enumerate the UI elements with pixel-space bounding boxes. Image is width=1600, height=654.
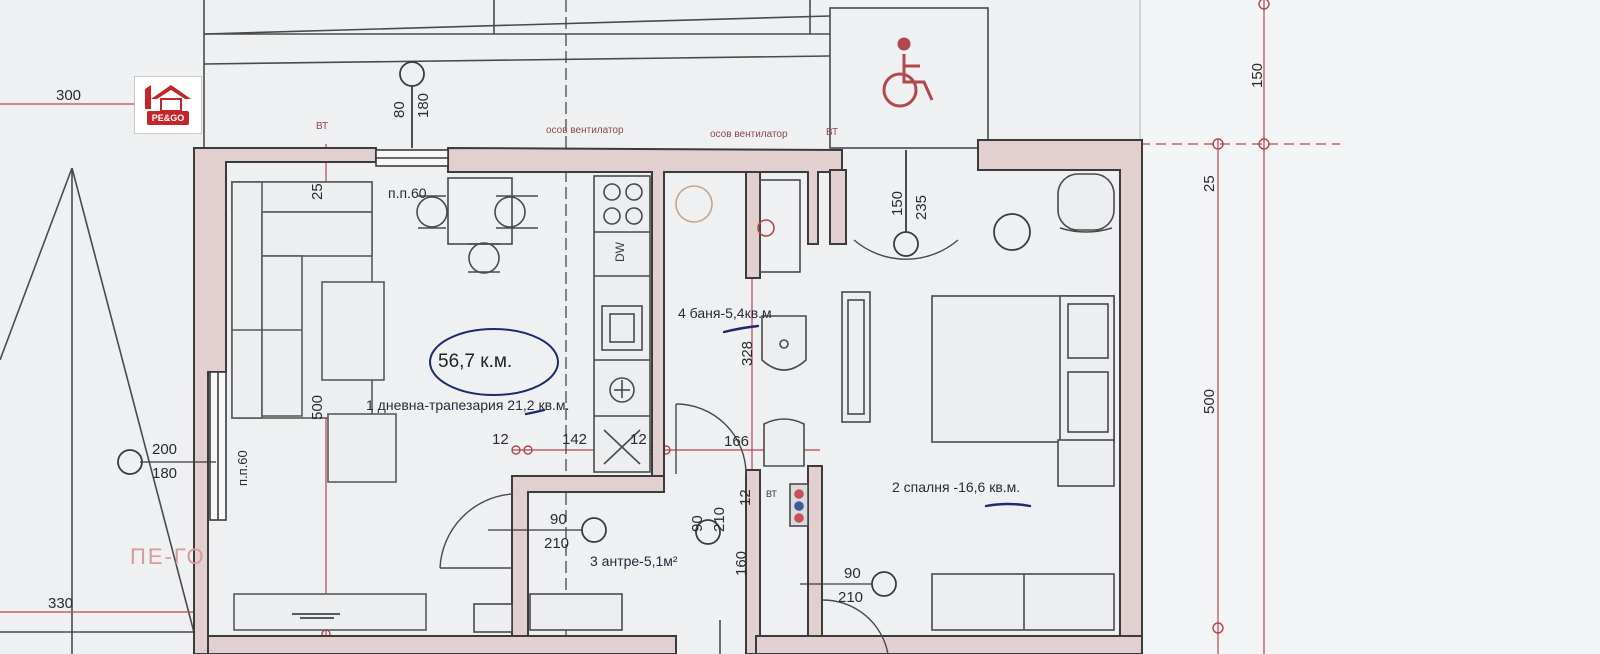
dishwasher-label: DW	[613, 242, 627, 262]
dim-90-entry: 90	[550, 511, 567, 528]
window-note-left: п.п.60	[235, 450, 250, 486]
logo-text: PE&GO	[147, 111, 189, 125]
dim-80: 80	[391, 101, 408, 118]
room-label-living: 1 дневна-трапезария 21,2 кв.м.	[366, 397, 570, 413]
cabinet-handle	[292, 613, 340, 619]
total-area-label: 56,7 к.м.	[438, 351, 513, 372]
pe-go-logo: PE&GO	[134, 76, 202, 134]
dim-90-bed: 90	[844, 565, 861, 582]
dim-90-door: 90	[689, 515, 706, 532]
dim-166: 166	[724, 433, 750, 450]
tv-unit	[327, 413, 397, 483]
dim-25-left: 25	[309, 183, 326, 200]
dim-12-a: 12	[492, 431, 509, 448]
room-label-entry: 3 антре-5,1м²	[590, 553, 678, 569]
dim-150-right: 150	[1249, 62, 1266, 88]
windows	[209, 149, 449, 521]
dim-500-left: 500	[309, 394, 326, 420]
dim-200: 200	[152, 441, 178, 458]
dining-set	[416, 177, 538, 274]
vent-note-1: осов вентилатор	[546, 125, 624, 136]
dim-235: 235	[913, 194, 930, 220]
bathroom-fixtures	[675, 179, 809, 527]
dim-210-door: 210	[711, 506, 728, 532]
dim-300: 300	[56, 87, 82, 104]
dim-500-right: 500	[1201, 388, 1218, 414]
wheelchair-icon	[882, 37, 934, 108]
coffee-table	[321, 281, 385, 381]
door-swings	[439, 239, 959, 654]
dim-25-right: 25	[1201, 175, 1218, 192]
bottom-cabinet	[233, 593, 427, 631]
room-label-bath: 4 баня-5,4кв.м	[678, 305, 772, 321]
bt-note-3: ВТ	[766, 489, 777, 499]
walls	[193, 139, 1143, 654]
paper-sheet-right	[1140, 0, 1600, 654]
dim-leaders	[140, 461, 872, 585]
dim-12-b: 12	[630, 431, 647, 448]
kitchen-counter	[593, 175, 651, 473]
bt-note-1: ВТ	[316, 121, 329, 132]
left-triangle	[0, 167, 197, 654]
vent-note-2: осов вентилатор	[710, 129, 788, 140]
bedroom-furniture	[841, 173, 1115, 631]
top-exterior-lines	[203, 0, 989, 150]
dim-210-bed: 210	[838, 589, 864, 606]
dim-160: 160	[733, 550, 750, 576]
dim-328: 328	[739, 340, 756, 366]
dim-142: 142	[562, 431, 588, 448]
watermark-text: ПЕ-ГО	[130, 544, 206, 569]
entry-shoe-cabinet	[473, 603, 513, 633]
light-circles	[117, 61, 1031, 597]
dim-180-left: 180	[152, 465, 178, 482]
entry-wall-stub	[529, 593, 623, 631]
ink-underlines	[524, 324, 1032, 508]
dim-12-c: 12	[737, 489, 754, 506]
dim-150-bed: 150	[889, 190, 906, 216]
window-note-top: п.п.60	[388, 185, 427, 201]
room-label-bedroom: 2 спалня -16,6 кв.м.	[892, 479, 1021, 495]
dim-180-top: 180	[415, 92, 432, 118]
total-area-ellipse	[429, 328, 559, 396]
bt-note-2: ВТ	[826, 127, 839, 138]
dim-210-entry: 210	[544, 535, 570, 552]
dim-330: 330	[48, 595, 74, 612]
